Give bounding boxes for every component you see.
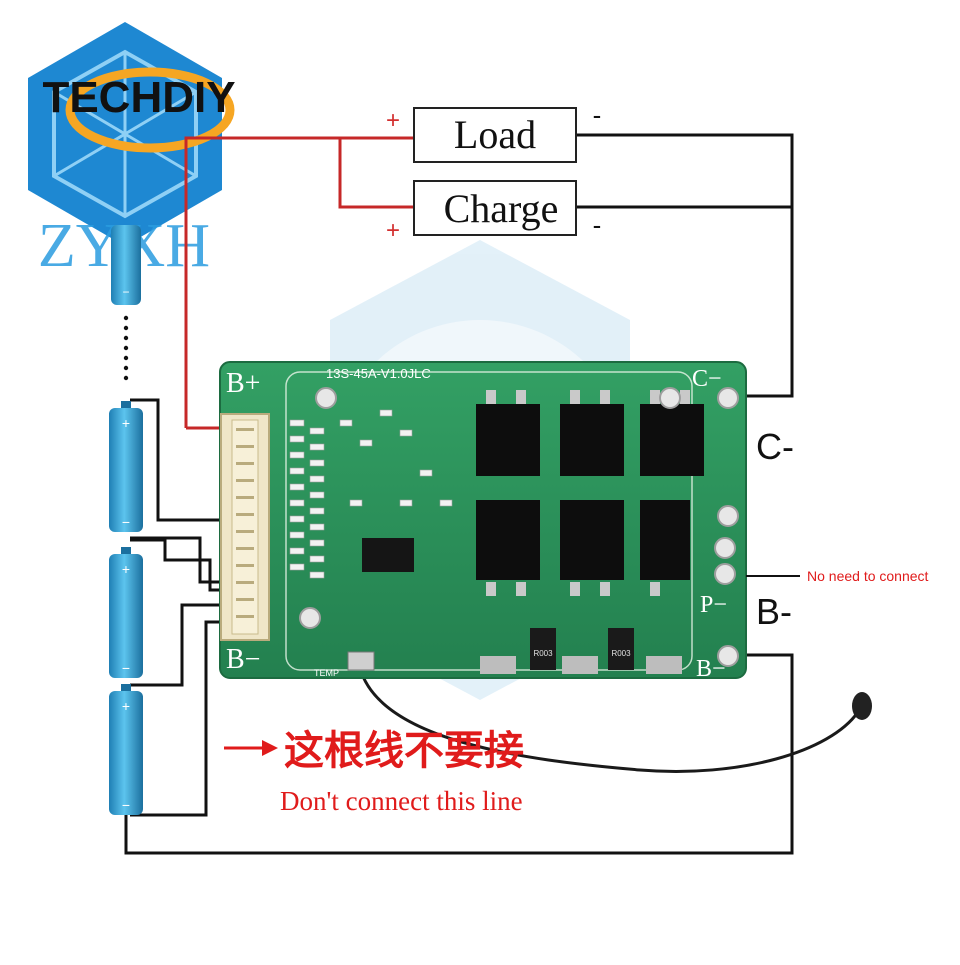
svg-text:−: − [122,514,130,530]
mounting-holes [299,387,739,667]
svg-text:−: − [122,797,130,813]
svg-text:−: − [122,285,129,299]
board-model: 13S-45A-V1.0JLC [326,366,431,381]
shunt-resistors: R003 R003 [480,628,682,674]
charge-label: Charge [444,186,559,231]
silk-b-minus-right: B− [696,656,726,682]
svg-text:+: + [122,561,130,577]
arrow-right-icon [262,740,278,756]
charge-minus-sign: - [593,210,602,240]
bms-board: R003 R003 13S-45A-V1.0JLC B+ B− C− P− B−… [219,361,747,682]
charge-box: Charge [413,180,577,236]
no-need-note: No need to connect [807,568,929,584]
silk-p-minus: P− [700,592,727,618]
svg-text:+: + [122,698,130,714]
load-label: Load [454,112,536,157]
mosfet-bank [476,390,704,596]
balance-connector [220,413,270,641]
temp-label: TEMP [314,668,339,678]
svg-text:−: − [122,660,130,676]
negative-wires [124,133,794,855]
ntc-connector [347,651,375,671]
logo-swoosh [65,67,235,153]
battery-cell-top: − [111,225,141,305]
silk-b-minus: B− [226,644,260,675]
battery-cell: + − [109,401,143,532]
bms-ic-chip [362,538,414,572]
ntc-sensor [852,692,872,720]
terminal-c-minus: C- [756,426,794,467]
smd-resistor-array [289,409,453,579]
battery-cell: + − [109,684,143,815]
battery-ellipsis [123,315,129,381]
silk-b-plus: B+ [226,368,260,399]
shunt-code: R003 [611,649,631,658]
terminal-b-minus: B- [756,591,792,632]
charge-plus-sign: + [386,217,400,244]
load-box: Load [413,107,577,163]
ntc-lead [358,667,860,773]
silk-c-minus: C− [692,366,722,392]
shunt-code: R003 [533,649,553,658]
logo-brand-text: TECHDIY [42,73,235,122]
load-minus-sign: - [593,100,602,130]
battery-stack: − + − + − + − [109,225,143,815]
dont-connect-cn: 这根线不要接 [284,729,524,773]
dont-connect-en: Don't connect this line [280,786,523,816]
battery-cell: + − [109,547,143,678]
positive-wires [184,136,414,430]
svg-text:+: + [122,415,130,431]
load-plus-sign: + [386,107,400,134]
techdiy-logo: TECHDIY ZYXH [28,22,236,280]
dont-connect-note: 这根线不要接 Don't connect this line [224,729,524,816]
